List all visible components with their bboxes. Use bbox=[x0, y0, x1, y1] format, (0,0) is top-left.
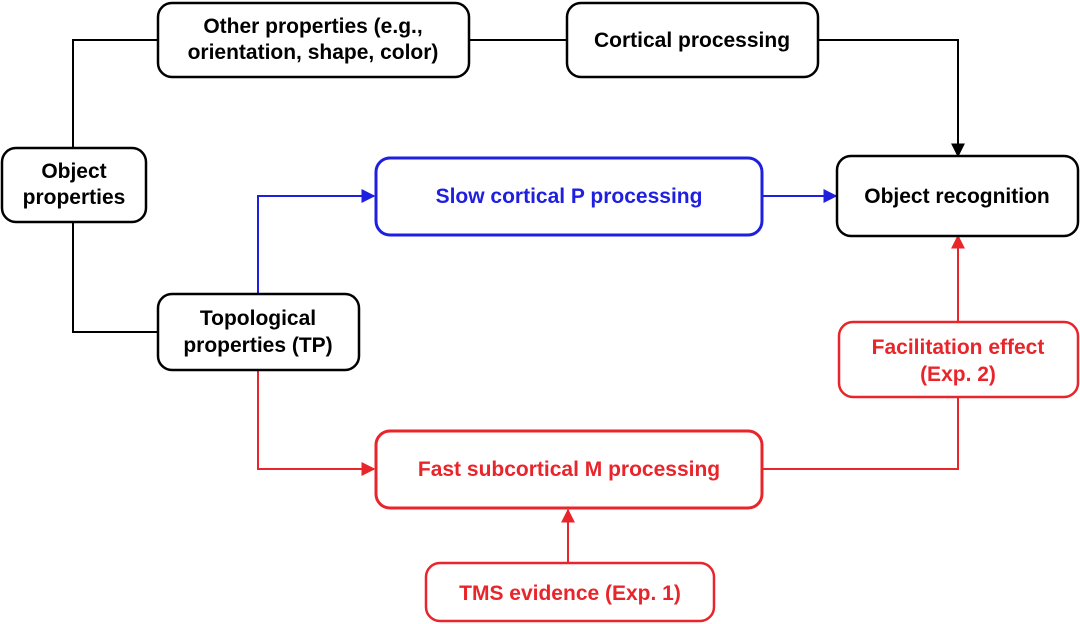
node-facilitation-line-1: Facilitation effect bbox=[872, 336, 1045, 359]
node-facilitation-effect: Facilitation effect (Exp. 2) bbox=[837, 320, 1080, 399]
node-tms-evidence: TMS evidence (Exp. 1) bbox=[424, 561, 716, 623]
node-fast-subcortical-label: Fast subcortical M processing bbox=[418, 458, 720, 481]
node-cortical-processing-label: Cortical processing bbox=[594, 29, 790, 52]
node-object-recognition-label: Object recognition bbox=[864, 185, 1050, 208]
edge-topological-to-slow bbox=[257, 189, 376, 294]
node-fast-subcortical-processing: Fast subcortical M processing bbox=[374, 429, 764, 510]
node-topological-line-2: properties (TP) bbox=[183, 334, 332, 357]
node-facilitation-line-2: (Exp. 2) bbox=[920, 363, 996, 386]
node-other-properties-line-2: orientation, shape, color) bbox=[188, 41, 439, 64]
edge-object-to-other-properties bbox=[72, 39, 158, 148]
node-other-properties: Other properties (e.g., orientation, sha… bbox=[156, 1, 471, 79]
node-other-properties-line-1: Other properties (e.g., bbox=[203, 15, 422, 38]
node-object-properties-line-1: Object bbox=[41, 160, 106, 183]
node-topological-properties: Topological properties (TP) bbox=[156, 292, 361, 372]
edge-fast-to-facilitation bbox=[762, 397, 959, 470]
edges bbox=[72, 39, 965, 563]
node-tms-label: TMS evidence (Exp. 1) bbox=[459, 582, 681, 605]
node-object-properties-line-2: properties bbox=[23, 186, 126, 209]
node-slow-cortical-label: Slow cortical P processing bbox=[436, 185, 703, 208]
edge-topological-to-fast bbox=[257, 370, 376, 476]
node-topological-line-1: Topological bbox=[200, 307, 316, 330]
node-object-recognition: Object recognition bbox=[835, 154, 1080, 238]
node-slow-cortical-processing: Slow cortical P processing bbox=[374, 156, 764, 237]
edge-cortical-to-recognition bbox=[818, 39, 965, 158]
edge-object-to-topological bbox=[72, 222, 158, 333]
node-object-properties: Object properties bbox=[0, 146, 148, 224]
node-cortical-processing: Cortical processing bbox=[565, 1, 820, 79]
